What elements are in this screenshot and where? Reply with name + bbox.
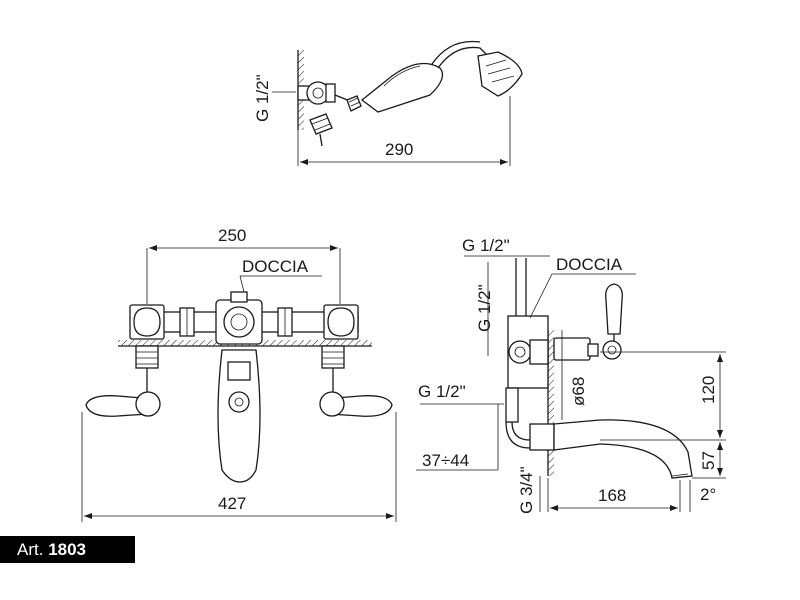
handshower-thread-label: G 1/2" bbox=[253, 74, 272, 122]
front-doccia-label: DOCCIA bbox=[242, 257, 309, 276]
side-vertical-thread-label: G 1/2" bbox=[475, 284, 494, 332]
body-diameter-label: ø68 bbox=[569, 377, 588, 406]
side-inlet-thread-label: G 1/2" bbox=[418, 382, 466, 401]
side-doccia-label: DOCCIA bbox=[556, 255, 623, 274]
handshower-length-label: 290 bbox=[385, 140, 413, 159]
spout-height-label: 120 bbox=[699, 376, 718, 404]
side-view: G 1/2" G 1/2" DOCCIA G 1/2" ø68 120 57 3… bbox=[416, 236, 726, 514]
front-view: 250 427 DOCCIA bbox=[81, 226, 397, 522]
article-code: 1803 bbox=[48, 540, 87, 559]
article-badge: Art. 1803 bbox=[0, 536, 135, 563]
handshower-view: 290 G 1/2" bbox=[253, 40, 523, 166]
centers-dimension-label: 250 bbox=[218, 226, 246, 245]
supply-thread-label: G 3/4" bbox=[517, 466, 536, 514]
spout-angle-label: 2° bbox=[700, 485, 716, 504]
spout-drop-label: 57 bbox=[699, 451, 718, 470]
article-prefix: Art. bbox=[17, 540, 44, 559]
side-top-thread-label: G 1/2" bbox=[462, 236, 510, 255]
spout-reach-label: 168 bbox=[598, 486, 626, 505]
eccentric-range-label: 37÷44 bbox=[422, 451, 469, 470]
overall-width-label: 427 bbox=[218, 494, 246, 513]
